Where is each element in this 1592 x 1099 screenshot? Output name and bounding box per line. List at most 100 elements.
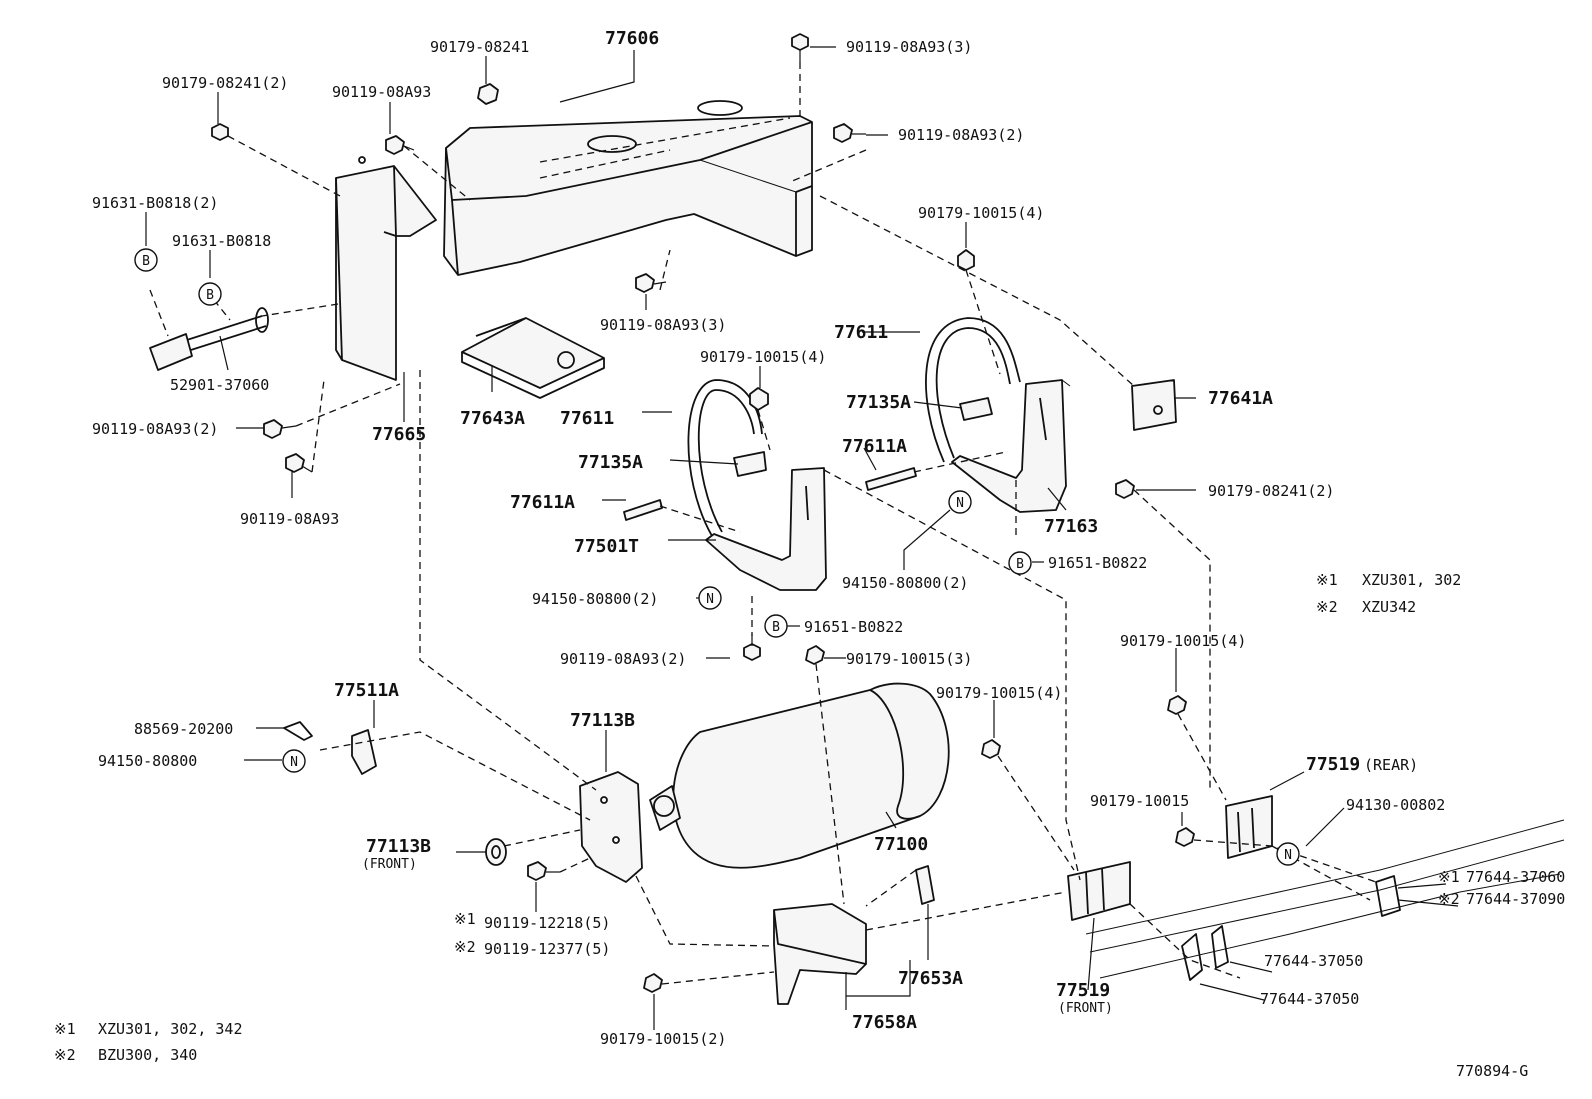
circle-marker-n: N: [948, 490, 972, 514]
label-90119-08a93: 90119-08A93: [240, 510, 339, 528]
label-90179-08241: 90179-08241: [430, 38, 529, 56]
label-90119-12377: 90119-12377(5): [484, 940, 610, 958]
label-77519-front-sub: (FRONT): [1058, 1001, 1113, 1016]
label-77665: 77665: [372, 424, 426, 445]
label-94150-80800-2: 94150-80800(2): [842, 574, 968, 592]
circle-marker-n: N: [282, 749, 306, 773]
stay-rod-52901: [149, 307, 269, 371]
label-90179-10015-2: 90179-10015(2): [600, 1030, 726, 1048]
note-marker-2: ※2: [1438, 890, 1460, 908]
label-90119-12218: 90119-12218(5): [484, 914, 610, 932]
cushion-77135a-right: [959, 397, 993, 421]
label-77658a: 77658A: [852, 1012, 917, 1033]
model-notes-right: ※1 XZU301, 302 ※2 XZU342: [1316, 571, 1461, 616]
assembly-lines: [149, 62, 1377, 985]
clip-88569: [283, 721, 313, 741]
svg-text:N: N: [706, 592, 714, 607]
label-77644-37060: 77644-37060: [1466, 868, 1565, 886]
label-77606: 77606: [605, 28, 659, 49]
label-77519-rear-sub: (REAR): [1364, 756, 1418, 774]
label-90179-10015-4: 90179-10015(4): [918, 204, 1044, 222]
leader-lines: [145, 46, 1459, 1030]
side-panel-77665: [335, 156, 437, 381]
label-90179-10015-4: 90179-10015(4): [700, 348, 826, 366]
label-77641a: 77641A: [1208, 388, 1273, 409]
figure-id: 770894-G: [1456, 1062, 1528, 1080]
svg-text:N: N: [956, 496, 964, 511]
note-models-2: XZU342: [1362, 598, 1416, 616]
label-90179-08241-2: 90179-08241(2): [1208, 482, 1334, 500]
label-77644-37050: 77644-37050: [1260, 990, 1359, 1008]
svg-text:B: B: [142, 254, 150, 269]
svg-text:B: B: [1016, 557, 1024, 572]
circle-marker-n: N: [1276, 842, 1300, 866]
label-90179-10015-4: 90179-10015(4): [1120, 632, 1246, 650]
label-77644-37090: 77644-37090: [1466, 890, 1565, 908]
circle-marker-b: B: [134, 248, 158, 272]
label-77519-front: 77519: [1056, 980, 1110, 1001]
label-77163: 77163: [1044, 516, 1098, 537]
label-90179-10015-3: 90179-10015(3): [846, 650, 972, 668]
label-94150-80800: 94150-80800: [98, 752, 197, 770]
bracket-77113b: [579, 771, 643, 883]
tank-77100: [649, 682, 950, 869]
svg-text:N: N: [290, 755, 298, 770]
label-77511a: 77511A: [334, 680, 399, 701]
note-marker-1: ※1: [1316, 571, 1338, 589]
circle-marker-b: B: [764, 614, 788, 638]
cushion-77135a-left: [733, 451, 767, 477]
label-77113b-front: 77113B: [366, 836, 431, 857]
label-90119-08a93-2: 90119-08A93(2): [898, 126, 1024, 144]
label-77100: 77100: [874, 834, 928, 855]
label-94130-00802: 94130-00802: [1346, 796, 1445, 814]
label-77501t: 77501T: [574, 536, 639, 557]
svg-text:N: N: [1284, 848, 1292, 863]
rod-77611a-left: [623, 499, 663, 521]
bracket-77658a: [773, 903, 867, 1005]
label-77644-37050: 77644-37050: [1264, 952, 1363, 970]
label-91631-b0818: 91631-B0818: [172, 232, 271, 250]
label-91631-b0818-2: 91631-B0818(2): [92, 194, 218, 212]
circle-marker-n: N: [698, 586, 722, 610]
label-52901-37060: 52901-37060: [170, 376, 269, 394]
label-90119-08a93-3: 90119-08A93(3): [846, 38, 972, 56]
note-marker-1: ※1: [54, 1020, 76, 1038]
bracket-77519-rear: [1225, 795, 1273, 859]
circle-marker-b: B: [198, 282, 222, 306]
label-90179-08241-2: 90179-08241(2): [162, 74, 288, 92]
note-marker-1: ※1: [1438, 868, 1460, 886]
label-90119-08a93-2: 90119-08A93(2): [560, 650, 686, 668]
note-models-1: XZU301, 302, 342: [98, 1020, 243, 1038]
bracket-77163: [951, 379, 1071, 513]
label-77135a: 77135A: [846, 392, 911, 413]
label-77113b: 77113B: [570, 710, 635, 731]
label-77653a: 77653A: [898, 968, 963, 989]
label-77611a: 77611A: [842, 436, 907, 457]
bracket-77511a: [351, 729, 377, 775]
label-91651-b0822: 91651-B0822: [804, 618, 903, 636]
label-94150-80800-2: 94150-80800(2): [532, 590, 658, 608]
note-marker-2: ※2: [454, 938, 476, 956]
rod-77611a-right: [865, 467, 917, 491]
label-77519-rear: 77519: [1306, 754, 1360, 775]
note-models-2: BZU300, 340: [98, 1046, 197, 1064]
washer-77113b: [485, 838, 507, 866]
model-notes-bottom: ※1 XZU301, 302, 342 ※2 BZU300, 340: [54, 1020, 243, 1064]
label-90179-10015-4: 90179-10015(4): [936, 684, 1062, 702]
label-90119-08a93: 90119-08A93: [332, 83, 431, 101]
bracket-77501t: [705, 467, 827, 591]
bracket-77643a: [461, 317, 605, 399]
circle-marker-b: B: [1008, 551, 1032, 575]
frame-rails: [1085, 819, 1565, 981]
plate-77641a: [1131, 379, 1177, 431]
label-90119-08a93-3: 90119-08A93(3): [600, 316, 726, 334]
label-77611a: 77611A: [510, 492, 575, 513]
note-marker-1: ※1: [454, 910, 476, 928]
svg-text:B: B: [206, 288, 214, 303]
upper-cover-77606: [443, 100, 813, 276]
label-88569-20200: 88569-20200: [134, 720, 233, 738]
fasteners: [211, 33, 1195, 993]
pad-77653a: [915, 865, 935, 905]
label-77643a: 77643A: [460, 408, 525, 429]
